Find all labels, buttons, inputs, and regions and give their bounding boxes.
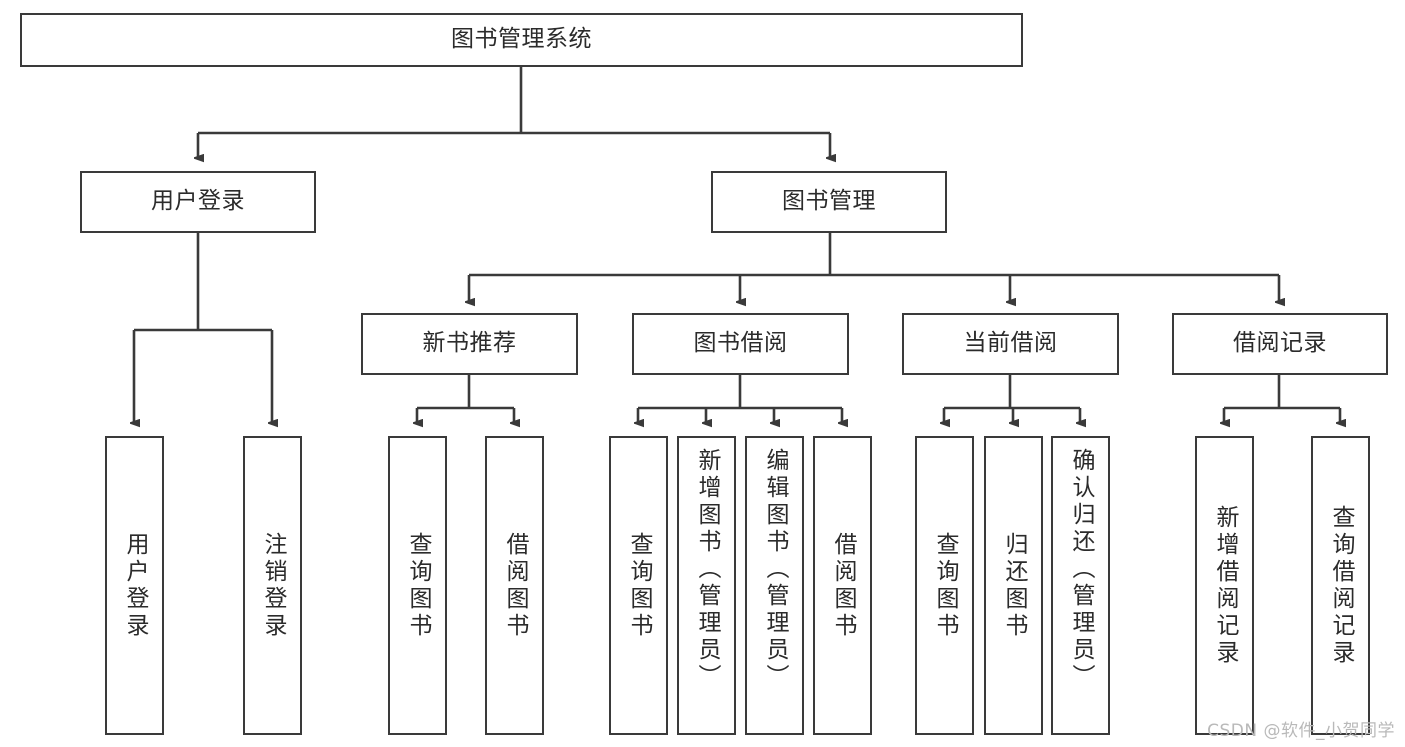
leaf-borrow-book-borrow[interactable]: 借阅图书 (813, 436, 872, 735)
node-label: 用户登录 (122, 531, 148, 640)
node-label: 借阅图书 (502, 531, 528, 640)
node-new-book-recommend[interactable]: 新书推荐 (361, 313, 578, 375)
node-current-borrow[interactable]: 当前借阅 (902, 313, 1119, 375)
node-label: 当前借阅 (963, 330, 1058, 357)
leaf-borrow-book-recommend[interactable]: 借阅图书 (485, 436, 544, 735)
node-label: 确认归还（管理员） (1068, 448, 1094, 691)
leaf-query-book-borrow[interactable]: 查询图书 (609, 436, 668, 735)
node-book-borrow[interactable]: 图书借阅 (632, 313, 849, 375)
node-book-management[interactable]: 图书管理 (711, 171, 947, 233)
node-user-login[interactable]: 用户登录 (80, 171, 316, 233)
node-label: 查询借阅记录 (1328, 504, 1354, 667)
leaf-confirm-return-admin[interactable]: 确认归还（管理员） (1051, 436, 1110, 735)
node-label: 图书借阅 (693, 330, 788, 357)
node-label: 查询图书 (626, 531, 652, 640)
node-label: 归还图书 (1001, 531, 1027, 640)
leaf-logout-login[interactable]: 注销登录 (243, 436, 302, 735)
node-label: 新增图书（管理员） (694, 448, 720, 691)
node-label: 图书管理系统 (451, 26, 592, 53)
leaf-query-book-current[interactable]: 查询图书 (915, 436, 974, 735)
leaf-add-book-admin[interactable]: 新增图书（管理员） (677, 436, 736, 735)
csdn-watermark: CSDN @软件_小贺同学 (1207, 721, 1395, 741)
leaf-add-borrow-record[interactable]: 新增借阅记录 (1195, 436, 1254, 735)
node-label: 查询图书 (932, 531, 958, 640)
node-label: 图书管理 (782, 188, 876, 215)
node-label: 编辑图书（管理员） (762, 448, 788, 691)
node-label: 新增借阅记录 (1212, 504, 1238, 667)
node-label: 借阅记录 (1233, 330, 1327, 357)
node-label: 查询图书 (405, 531, 431, 640)
leaf-query-book-recommend[interactable]: 查询图书 (388, 436, 447, 735)
node-label: 用户登录 (151, 188, 245, 215)
leaf-query-borrow-record[interactable]: 查询借阅记录 (1311, 436, 1370, 735)
leaf-return-book[interactable]: 归还图书 (984, 436, 1043, 735)
node-label: 新书推荐 (422, 330, 517, 357)
leaf-edit-book-admin[interactable]: 编辑图书（管理员） (745, 436, 804, 735)
node-label: 借阅图书 (830, 531, 856, 640)
leaf-user-login[interactable]: 用户登录 (105, 436, 164, 735)
node-borrow-record[interactable]: 借阅记录 (1172, 313, 1388, 375)
node-root-book-management-system[interactable]: 图书管理系统 (20, 13, 1023, 67)
node-label: 注销登录 (260, 531, 286, 640)
